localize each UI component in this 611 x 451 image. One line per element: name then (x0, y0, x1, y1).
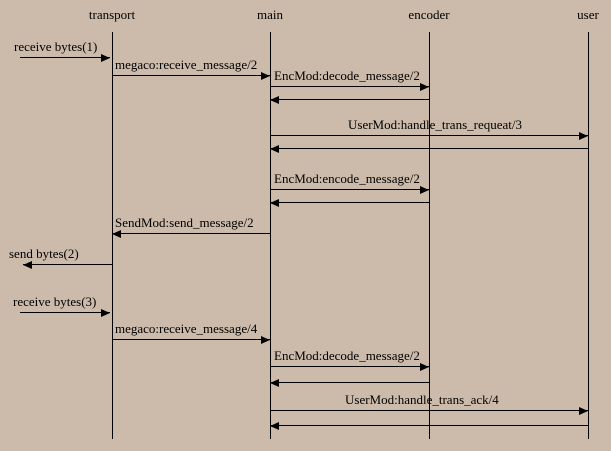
lifeline-label-main: main (257, 7, 283, 22)
lifeline-encoder (429, 32, 430, 439)
arrowhead-icon (23, 261, 32, 269)
arrowhead-icon (270, 199, 279, 207)
arrowhead-icon (579, 132, 588, 140)
message-line (20, 312, 110, 313)
arrowhead-icon (270, 422, 279, 430)
message-label: send bytes(2) (9, 246, 79, 261)
message-label: UserMod:handle_trans_requeat/3 (348, 117, 523, 132)
message-label: megaco:receive_message/4 (115, 321, 258, 336)
lifeline-label-transport: transport (88, 7, 136, 22)
arrowhead-icon (270, 96, 279, 104)
message-line (112, 339, 270, 340)
message-line (270, 135, 588, 136)
message-line (20, 57, 110, 58)
message-line (270, 189, 429, 190)
arrowhead-icon (261, 336, 270, 344)
return-line (270, 202, 429, 203)
message-line (112, 233, 270, 234)
return-line (270, 382, 429, 383)
message-line (270, 86, 429, 87)
lifeline-label-encoder: encoder (408, 7, 450, 22)
return-line (270, 99, 429, 100)
arrowhead-icon (261, 72, 270, 80)
arrowhead-icon (420, 363, 429, 371)
arrowhead-icon (579, 407, 588, 415)
return-line (270, 148, 588, 149)
message-line (270, 410, 588, 411)
message-line (270, 366, 429, 367)
message-label: megaco:receive_message/2 (115, 57, 258, 72)
arrowhead-icon (420, 83, 429, 91)
return-line (270, 425, 588, 426)
lifeline-label-user: user (577, 7, 599, 22)
arrowhead-icon (101, 309, 110, 317)
arrowhead-icon (101, 54, 110, 62)
message-line (112, 75, 270, 76)
arrowhead-icon (112, 230, 121, 238)
message-label: receive bytes(1) (14, 39, 98, 54)
arrowhead-icon (270, 379, 279, 387)
arrowhead-icon (270, 145, 279, 153)
arrowhead-icon (420, 186, 429, 194)
lifeline-main (270, 32, 271, 439)
message-label: EncMod:decode_message/2 (274, 68, 420, 83)
message-label: EncMod:encode_message/2 (274, 171, 420, 186)
message-label: SendMod:send_message/2 (115, 215, 254, 230)
message-label: receive bytes(3) (13, 294, 97, 309)
message-label: EncMod:decode_message/2 (274, 348, 420, 363)
lifeline-user (588, 32, 589, 439)
message-label: UserMod:handle_trans_ack/4 (345, 392, 499, 407)
message-line (23, 264, 112, 265)
